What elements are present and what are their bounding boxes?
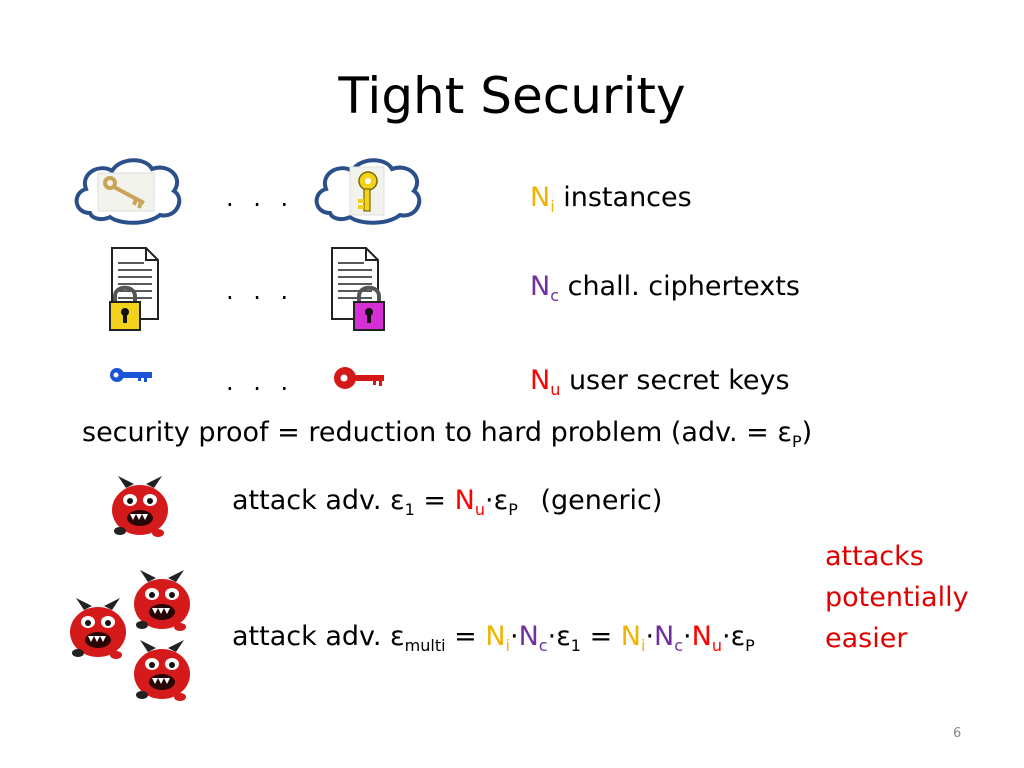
attack2-prefix: attack adv. ε (232, 621, 405, 652)
attack1-nu: N (454, 485, 475, 516)
cloud-key-icon (314, 158, 422, 225)
instances-text: instances (563, 182, 692, 213)
keys-label: Nu user secret keys (530, 364, 790, 398)
devil-icon (112, 476, 168, 537)
note-line-3: easier (825, 623, 908, 654)
ellipsis-1: . . . (226, 184, 295, 212)
attack2-dot: · (721, 621, 731, 652)
attack1-suffix: (generic) (540, 485, 663, 516)
attack2-ni-sub: i (505, 636, 510, 655)
document-lock-icon (331, 247, 385, 331)
attack2-nu: N (691, 621, 712, 652)
attack2-ni-sub: i (640, 636, 646, 655)
attack2-ni: N (620, 621, 641, 652)
key-icon (334, 367, 384, 389)
attack2-nc: N (518, 621, 539, 652)
proof-subscript: P (791, 432, 802, 451)
attack1-sub: 1 (404, 500, 415, 519)
cloud-key-icon (74, 158, 182, 225)
proof-close: ) (801, 417, 813, 448)
key-icon (110, 368, 152, 382)
devil-icon (134, 640, 190, 701)
attack-generic-line: attack adv. ε1 = Nu·εP (generic) (232, 484, 662, 518)
attack2-nc: N (654, 621, 675, 652)
instances-label: Ni instances (530, 181, 692, 215)
attack1-eq: = (414, 485, 455, 516)
nc-subscript: c (550, 286, 559, 305)
ciphertexts-text: chall. ciphertexts (567, 271, 800, 302)
attack2-sub-multi: multi (404, 636, 446, 655)
attack1-eps: ε (493, 485, 509, 516)
attack1-prefix: attack adv. ε (232, 485, 405, 516)
ni-subscript: i (550, 197, 555, 216)
page-number: 6 (953, 726, 962, 741)
attack2-ni: N (485, 621, 506, 652)
devil-icon (70, 598, 126, 659)
attack2-nu-sub: u (711, 636, 722, 655)
attack2-dot: · (547, 621, 557, 652)
note-line-2: potentially (825, 582, 969, 613)
attack-multi-line: attack adv. εmulti = Ni·Nc·ε1 = Ni·Nc·Nu… (232, 620, 755, 654)
attack2-eq: = (580, 621, 621, 652)
keys-text: user secret keys (568, 365, 790, 396)
ellipsis-3: . . . (226, 368, 295, 396)
document-lock-icon (109, 247, 159, 331)
nu-symbol: N (530, 365, 551, 396)
attack2-nc-sub: c (674, 636, 684, 655)
devil-icon (134, 570, 190, 631)
ellipsis-2: . . . (226, 277, 295, 305)
attack2-eps-sub: 1 (570, 636, 581, 655)
attack2-nc-sub: c (538, 636, 548, 655)
attack2-eps-sub: P (745, 636, 755, 655)
ciphertexts-label: Nc chall. ciphertexts (530, 270, 800, 304)
attack2-eps: ε (730, 621, 746, 652)
proof-line: security proof = reduction to hard probl… (82, 416, 812, 450)
nc-symbol: N (530, 271, 551, 302)
attack1-dot: · (484, 485, 494, 516)
attack1-nu-sub: u (474, 500, 485, 519)
attack2-eq: = (445, 621, 486, 652)
slide-title: Tight Security (338, 67, 686, 125)
note-line-1: attacks (825, 541, 924, 572)
attack2-dot: · (510, 621, 519, 652)
side-note: attacks potentially easier (825, 536, 969, 659)
attack1-eps-sub: P (508, 500, 518, 519)
attack2-eps: ε (556, 621, 571, 652)
attack2-dot: · (645, 621, 655, 652)
nu-subscript: u (550, 380, 561, 399)
proof-text: security proof = reduction to hard probl… (82, 417, 792, 448)
ni-symbol: N (530, 182, 551, 213)
attack2-dot: · (683, 621, 692, 652)
